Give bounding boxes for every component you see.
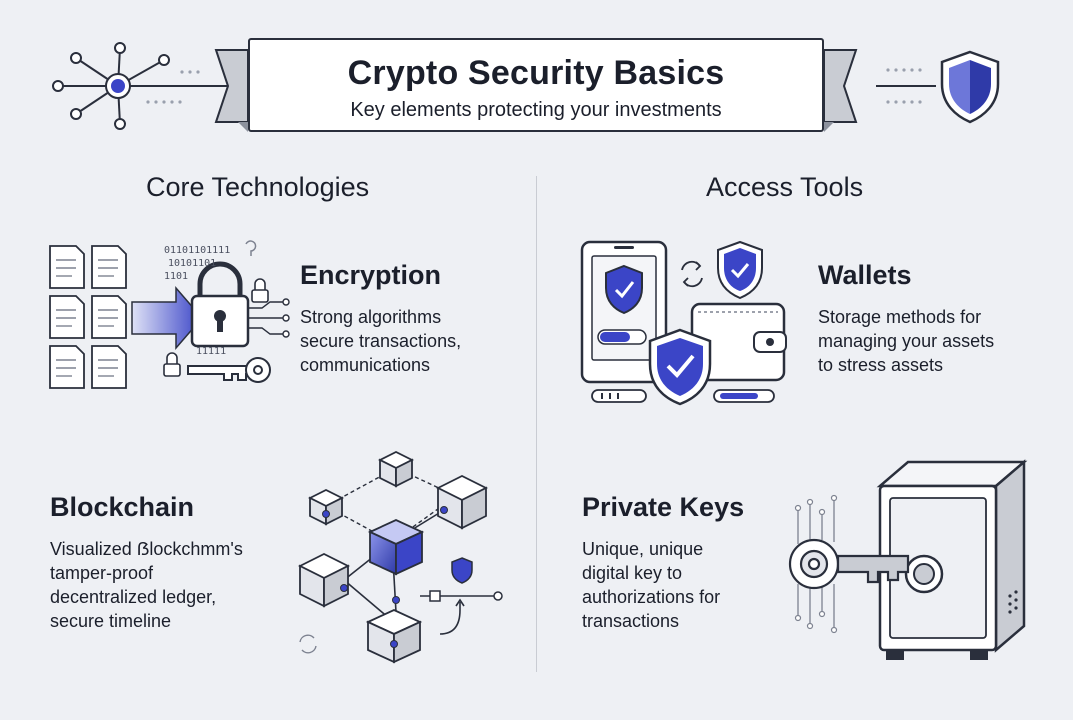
private-keys-illustration — [788, 459, 1028, 660]
cube-icon — [297, 450, 489, 664]
binary-line: 01101101111 — [164, 245, 231, 256]
description-line: to stress assets — [818, 355, 944, 375]
document-icon — [49, 245, 127, 389]
section-heading-core-technologies: Core Technologies — [146, 172, 370, 202]
wallet-icon — [690, 302, 787, 382]
shield-icon — [451, 557, 473, 584]
private-keys-title: Private Keys — [582, 492, 745, 522]
key-icon — [788, 538, 910, 590]
description-line: communications — [300, 355, 431, 375]
wallets-title: Wallets — [818, 260, 912, 290]
blockchain-description: Visualized ẞlockchmm's tamper-proof dece… — [50, 537, 243, 633]
description-line: authorizations for — [582, 587, 721, 607]
column-divider — [536, 176, 537, 672]
description-line: transactions — [582, 611, 680, 631]
shield-check-icon — [648, 328, 712, 406]
description-line: secure timeline — [50, 611, 172, 631]
wallets-illustration — [580, 240, 787, 406]
banner-ribbon-right — [823, 49, 858, 132]
blockchain-title: Blockchain — [50, 492, 195, 522]
shield-check-icon — [717, 240, 763, 300]
safe-icon — [876, 459, 1028, 660]
padlock-icon — [190, 261, 250, 348]
description-line: managing your assets — [818, 331, 995, 351]
title-banner: Crypto Security Basics Key elements prot… — [248, 38, 824, 132]
description-line: Visualized ẞlockchmm's — [50, 539, 243, 559]
blockchain-illustration — [297, 450, 503, 664]
shield-icon — [876, 50, 1000, 124]
binary-line: 1101 — [164, 271, 189, 282]
binary-line: 11111 — [196, 346, 227, 357]
page-subtitle: Key elements protecting your investments — [350, 99, 722, 121]
private-keys-description: Unique, unique digital key to authorizat… — [582, 537, 720, 633]
key-icon — [187, 357, 271, 383]
binary-stream: 01101101111 10101101 1101 — [164, 244, 230, 283]
shield-check-icon — [605, 264, 643, 315]
encryption-description: Strong algorithms secure transactions, c… — [300, 305, 461, 377]
encryption-illustration — [49, 240, 290, 389]
refresh-icon — [681, 260, 703, 288]
description-line: decentralized ledger, — [50, 587, 217, 607]
network-node-icon — [52, 42, 245, 130]
description-line: Storage methods for — [818, 307, 982, 327]
description-line: secure transactions, — [300, 331, 462, 351]
page-title: Crypto Security Basics — [347, 54, 725, 92]
wallets-description: Storage methods for managing your assets… — [818, 305, 994, 377]
description-line: tamper-proof — [50, 563, 154, 583]
description-line: Unique, unique — [582, 539, 704, 559]
binary-line: 10101101 — [168, 258, 217, 269]
encryption-title: Encryption — [300, 260, 442, 290]
description-line: digital key to — [582, 563, 683, 583]
description-line: Strong algorithms — [300, 307, 442, 327]
section-heading-access-tools: Access Tools — [706, 172, 864, 202]
